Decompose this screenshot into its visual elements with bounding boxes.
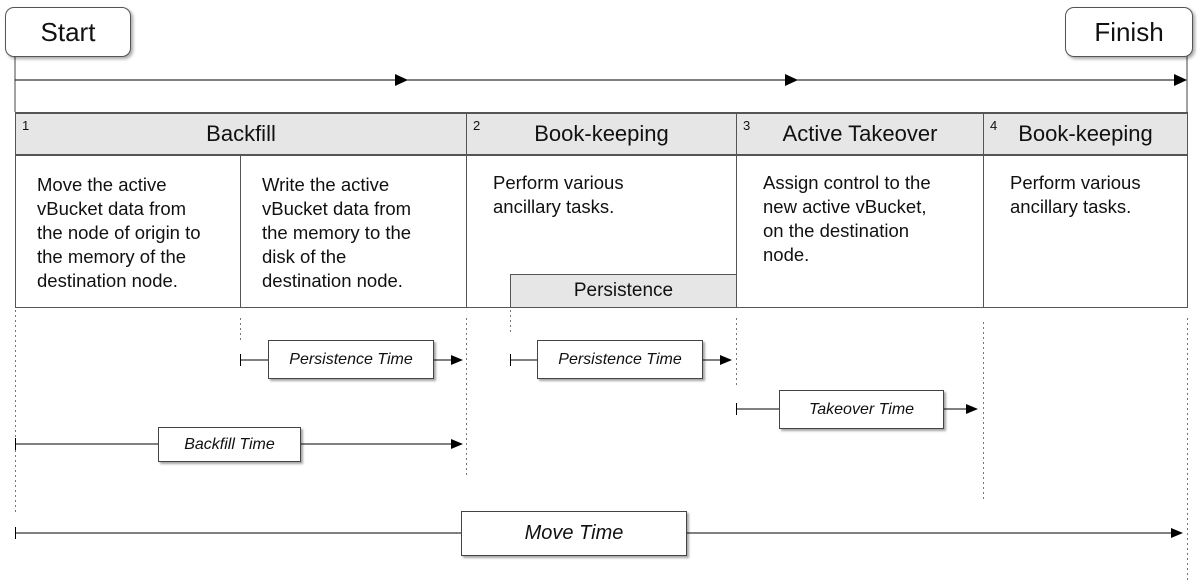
persistence-box: Persistence — [510, 274, 737, 308]
phase-title-active-takeover: Active Takeover — [782, 121, 938, 146]
takeover-time-label: Takeover Time — [779, 390, 944, 429]
description-active-takeover: Assign control to the new active vBucket… — [763, 172, 931, 265]
move-time-label: Move Time — [461, 511, 687, 556]
move-time-arrow — [15, 527, 1183, 539]
guide-lines — [15, 310, 1188, 580]
persistence-time-label-2: Persistence Time — [537, 340, 703, 379]
takeover-time-arrow — [736, 403, 978, 415]
phase-number-3: 3 — [743, 118, 751, 133]
persistence-time-label-1: Persistence Time — [268, 340, 434, 379]
phase-header-bookkeeping-2 — [984, 113, 1187, 155]
phase-number-2: 2 — [473, 118, 481, 133]
description-backfill-move: Move the active vBucket data from the no… — [37, 174, 201, 291]
backfill-time-label: Backfill Time — [158, 427, 301, 462]
phase-title-bookkeeping-2: Book-keeping — [1018, 121, 1153, 146]
phase-header-backfill — [16, 113, 466, 155]
description-backfill-write: Write the active vBucket data from the m… — [262, 174, 412, 291]
start-terminal: Start — [5, 7, 131, 57]
description-bookkeeping-2: Perform various ancillary tasks. — [1010, 172, 1141, 217]
phase-title-bookkeeping-1: Book-keeping — [534, 121, 669, 146]
description-bookkeeping-1: Perform various ancillary tasks. — [493, 172, 624, 217]
phase-number-4: 4 — [990, 118, 998, 133]
finish-terminal: Finish — [1065, 7, 1193, 57]
backfill-time-arrow — [15, 438, 463, 450]
phase-header-active-takeover — [737, 113, 983, 155]
phase-number-1: 1 — [22, 118, 30, 133]
persistence-time-arrow-1 — [240, 354, 463, 366]
phase-title-backfill: Backfill — [206, 121, 276, 146]
phase-header-bookkeeping-1 — [467, 113, 736, 155]
timeline-arrow — [14, 55, 1188, 112]
persistence-time-arrow-2 — [510, 354, 732, 366]
